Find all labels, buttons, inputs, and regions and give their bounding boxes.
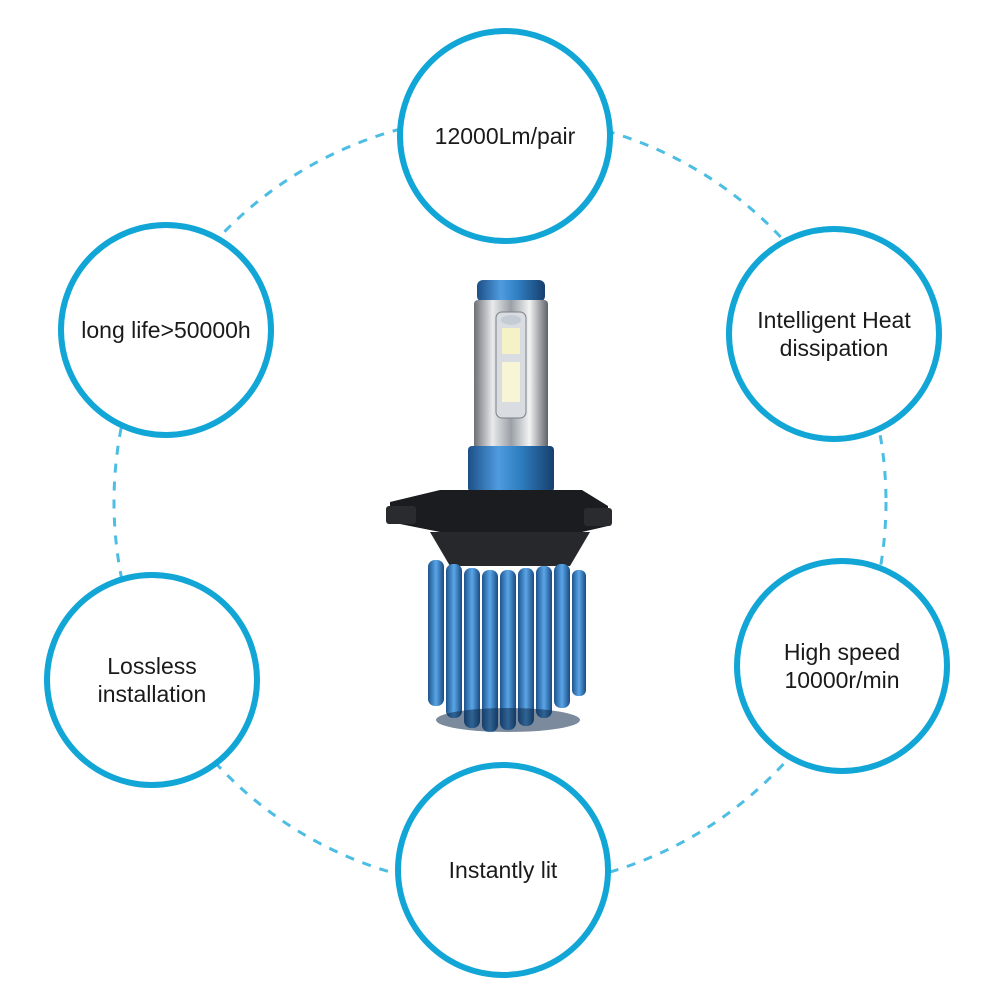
feature-instantly-lit-label: Instantly lit xyxy=(448,857,558,883)
feature-lossless-installation: Lossless installation xyxy=(44,572,260,788)
feature-fan-speed-label: High speed 10000r/min xyxy=(783,639,901,693)
feature-instantly-lit: Instantly lit xyxy=(395,762,611,978)
feature-brightness: 12000Lm/pair xyxy=(397,28,613,244)
feature-long-life: long life>50000h xyxy=(58,222,274,438)
feature-fan-speed: High speed 10000r/min xyxy=(734,558,950,774)
feature-heat-dissipation: Intelligent Heat dissipation xyxy=(726,226,942,442)
feature-brightness-label: 12000Lm/pair xyxy=(434,123,576,149)
feature-heat-dissipation-label: Intelligent Heat dissipation xyxy=(757,307,911,361)
feature-lossless-installation-label: Lossless installation xyxy=(97,653,207,707)
feature-long-life-label: long life>50000h xyxy=(81,317,251,343)
led-headlight-bulb-image xyxy=(386,280,612,732)
